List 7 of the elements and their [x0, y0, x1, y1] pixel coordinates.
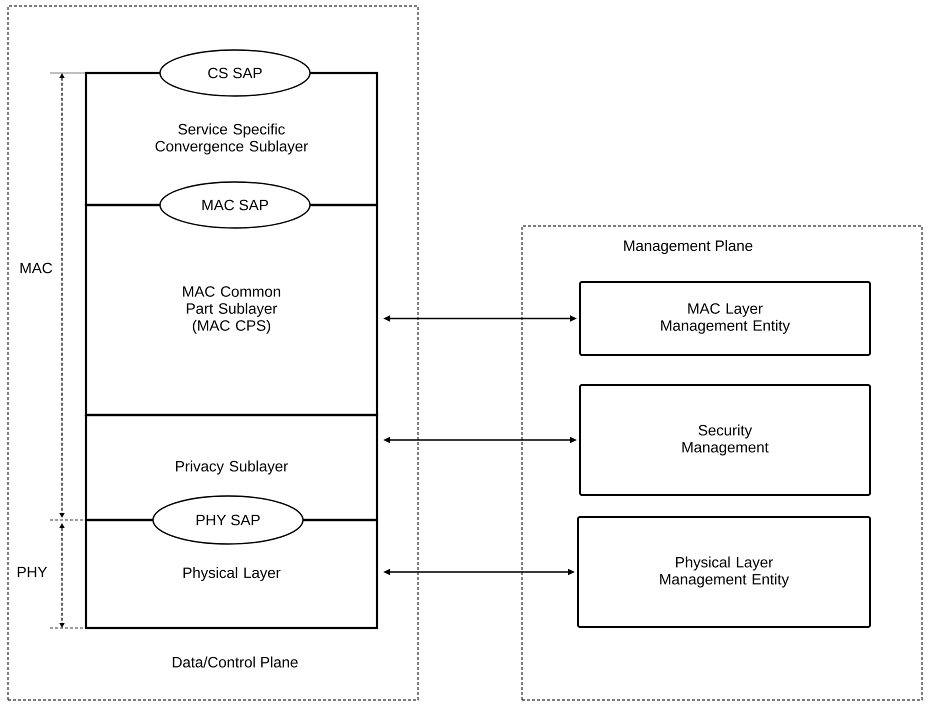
entity-box: Physical Layer Management Entity: [577, 516, 872, 628]
entity-box: Security Management: [579, 384, 872, 496]
entity-box: MAC Layer Management Entity: [579, 281, 872, 356]
dimension-label: PHY: [16, 566, 48, 578]
dimension-label: MAC: [18, 262, 54, 274]
plane-title: Management Plane: [624, 240, 752, 254]
plane-title: Data/Control Plane: [172, 656, 298, 668]
